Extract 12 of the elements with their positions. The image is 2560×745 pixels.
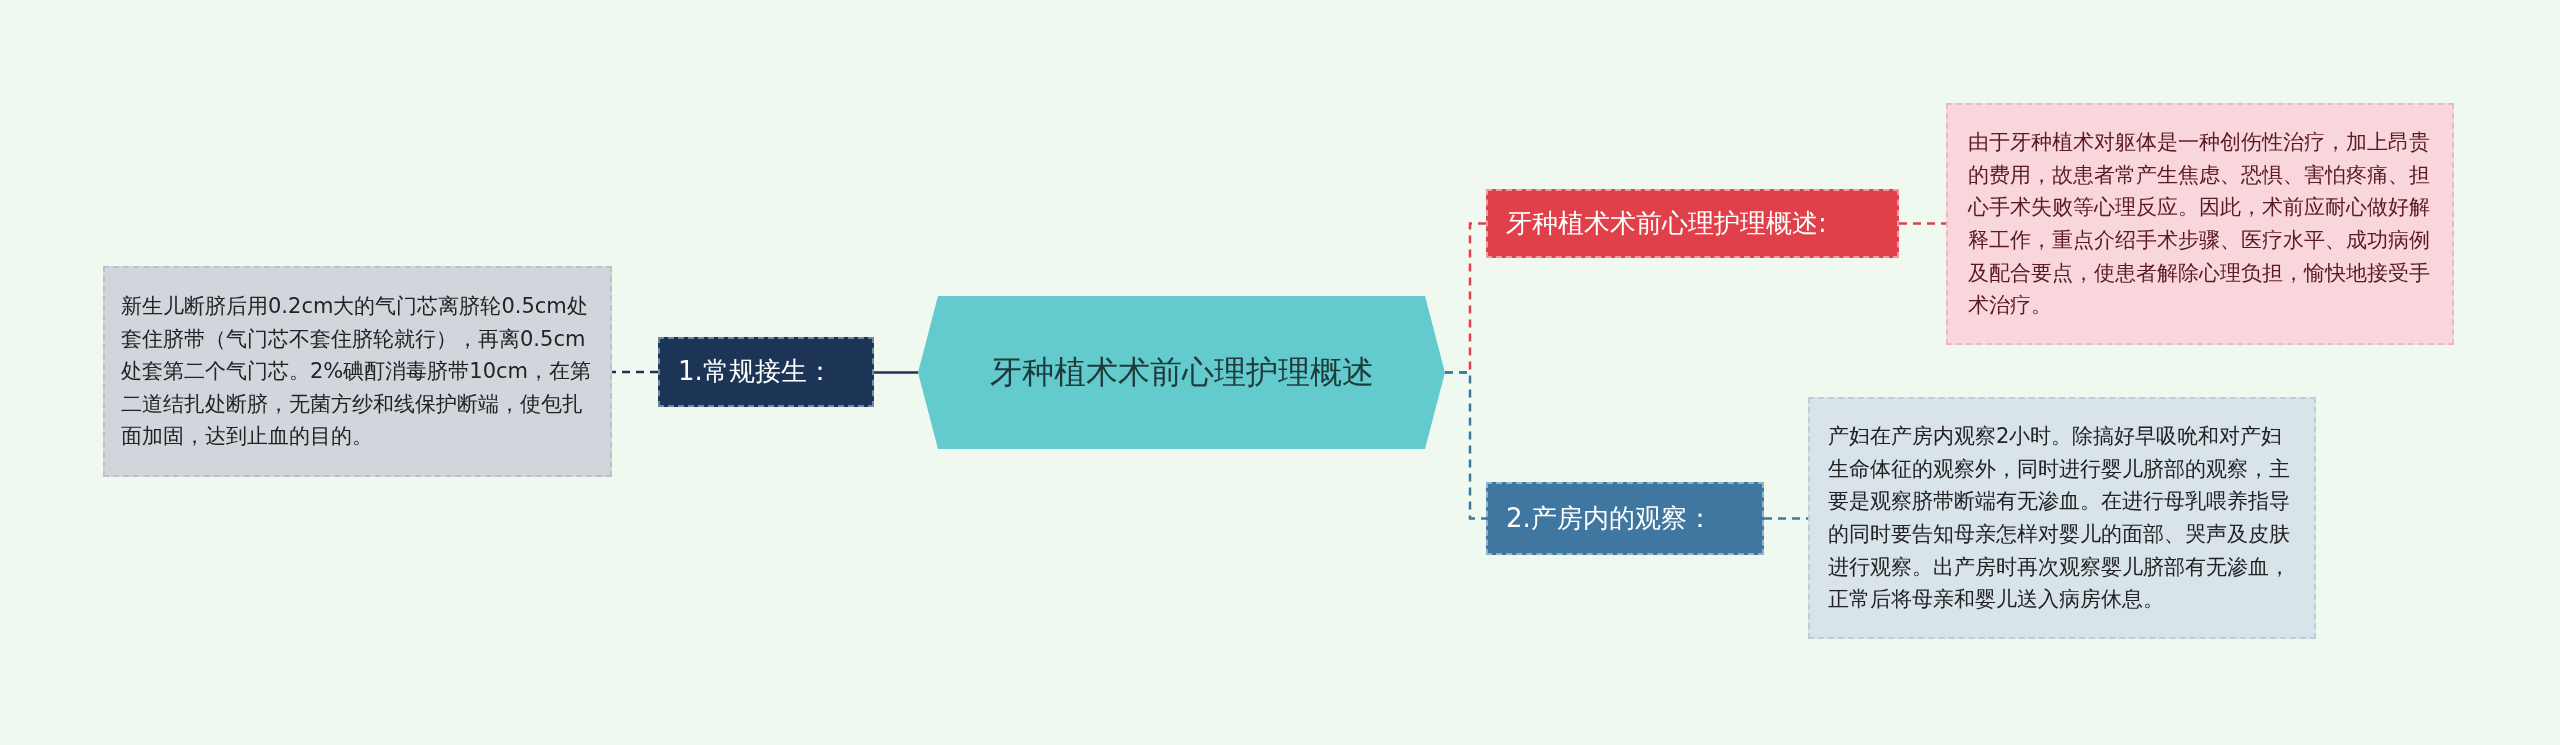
connector-line: [1445, 371, 1486, 520]
connector-line: [1899, 222, 1946, 225]
topic-box: 牙种植术术前心理护理概述:: [1486, 189, 1899, 258]
note-box: 由于牙种植术对躯体是一种创伤性治疗，加上昂贵的费用，故患者常产生焦虑、恐惧、害怕疼痛、担心手术失败等心理反应。因此，术前应耐心做好解释工作，重点介绍手术步骤、医疗水平、成功病例及配合要点，使患者解除心理负担，愉快地接受手术治疗。: [1946, 103, 2454, 345]
topic-box: 2.产房内的观察：: [1486, 482, 1764, 555]
connector-line: [874, 371, 918, 374]
connector-line: [1764, 517, 1808, 520]
topic-box: 1.常规接生：: [658, 337, 874, 407]
central-topic-hexagon: 牙种植术术前心理护理概述: [918, 296, 1445, 449]
note-box: 新生儿断脐后用0.2cm大的气门芯离脐轮0.5cm处套住脐带（气门芯不套住脐轮就行），再离0.5cm处套第二个气门芯。2%碘酊消毒脐带10cm，在第二道结扎处断脐，无菌方纱和线保护断端，使包扎面加固，达到止血的目的。: [103, 266, 612, 477]
note-box: 产妇在产房内观察2小时。除搞好早吸吮和对产妇生命体征的观察外，同时进行婴儿脐部的观察，主要是观察脐带断端有无渗血。在进行母乳喂养指导的同时要告知母亲怎样对婴儿的面部、哭声及皮肤进行观察。出产房时再次观察婴儿脐部有无渗血，正常后将母亲和婴儿送入病房休息。: [1808, 397, 2316, 639]
connector-line: [612, 370, 658, 374]
